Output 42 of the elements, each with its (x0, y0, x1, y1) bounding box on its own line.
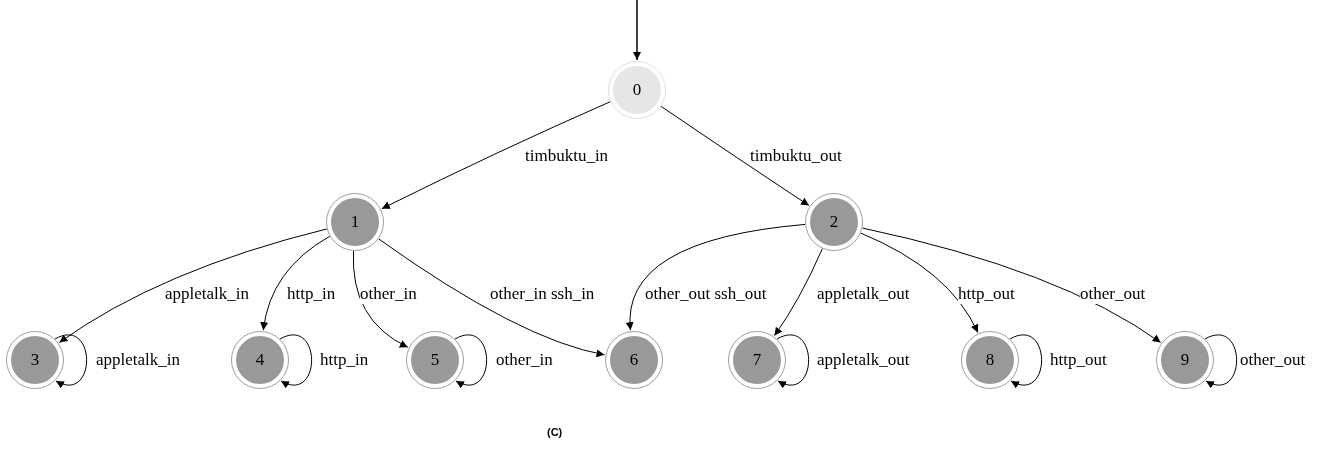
arrow (58, 228, 328, 343)
edge-label: other_out ssh_out (645, 284, 767, 304)
edge-label: other_in (496, 350, 553, 370)
edge-label: appletalk_in (165, 284, 250, 304)
edge-label: http_out (958, 284, 1015, 304)
edge-label: other_in (360, 284, 417, 304)
arrow (861, 227, 1162, 343)
arrow (378, 238, 605, 358)
edge-label: other_out (1080, 284, 1146, 304)
edge-label: timbuktu_in (525, 146, 609, 166)
arrow (626, 223, 806, 331)
edge-label: other_in ssh_in (490, 284, 595, 304)
edge-label: http_out (1050, 350, 1107, 370)
state-number: 0 (632, 79, 642, 102)
arrow (776, 334, 810, 388)
arrow (260, 235, 331, 331)
arrow (660, 105, 810, 206)
arrow (633, 0, 641, 61)
state-number: 3 (30, 349, 40, 372)
edge-label: timbuktu_out (750, 146, 842, 166)
state-number: 1 (350, 211, 360, 234)
arrow (279, 334, 313, 388)
edge-label: appletalk_in (96, 350, 181, 370)
edge-label: http_in (320, 350, 369, 370)
state-number: 2 (829, 211, 839, 234)
state-number: 6 (629, 349, 639, 372)
arrow (1204, 334, 1238, 388)
edge-label: http_in (287, 284, 336, 304)
arrow (774, 248, 823, 337)
edge-label: appletalk_out (817, 284, 910, 304)
state-number: 4 (255, 349, 265, 372)
arrow (454, 334, 488, 388)
arrow (54, 334, 88, 388)
state-number: 9 (1180, 349, 1190, 372)
state-number: 7 (752, 349, 762, 372)
edge-label: appletalk_out (817, 350, 910, 370)
arrow (1009, 334, 1043, 388)
state-number: 8 (985, 349, 995, 372)
state-number: 5 (430, 349, 440, 372)
caption: (C) (547, 425, 563, 440)
edge-label: other_out (1240, 350, 1306, 370)
arrow (381, 101, 611, 210)
